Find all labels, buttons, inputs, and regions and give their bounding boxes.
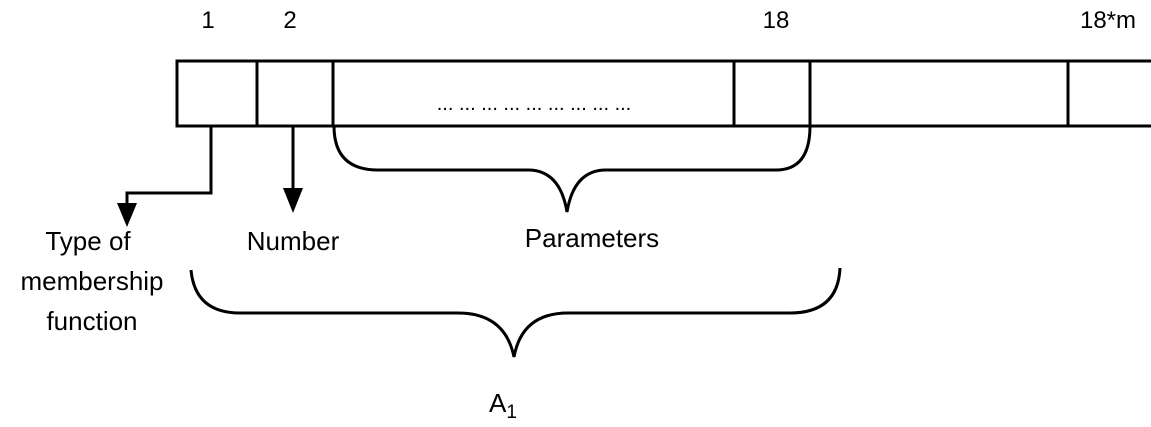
parameters-brace xyxy=(332,125,812,213)
index-label-18m: 18*m xyxy=(1080,7,1136,34)
type-label-line3: function xyxy=(46,306,137,336)
a1-label-main: A xyxy=(489,388,507,418)
type-arrow-line xyxy=(125,126,213,205)
ellipsis-text: ... ... ... ... ... ... ... ... ... xyxy=(437,93,631,115)
index-label-2: 2 xyxy=(283,7,296,34)
a1-brace xyxy=(189,267,842,358)
a1-label-subscript: 1 xyxy=(506,402,517,423)
gene-bar xyxy=(175,59,1151,128)
type-arrow-head xyxy=(117,203,137,227)
type-label-line2: membership xyxy=(20,266,163,296)
parameters-label: Parameters xyxy=(525,223,659,253)
index-label-18: 18 xyxy=(763,7,790,34)
type-label-line1: Type of xyxy=(45,226,131,256)
number-arrow-head xyxy=(283,188,303,213)
index-label-1: 1 xyxy=(201,7,214,34)
number-label: Number xyxy=(247,226,340,256)
a1-label: A1 xyxy=(489,388,517,423)
